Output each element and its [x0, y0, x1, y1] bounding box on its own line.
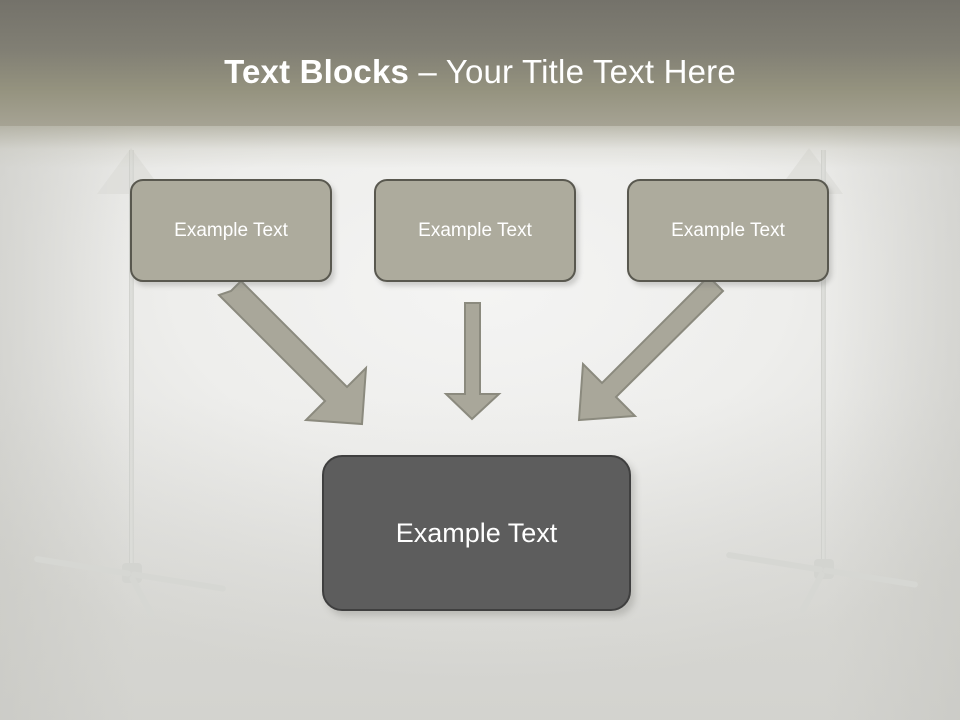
page-title-bold: Text Blocks — [224, 53, 410, 90]
bottom-box[interactable]: Example Text — [322, 455, 631, 611]
top-box-1-label: Example Text — [174, 219, 288, 241]
top-box-3-label: Example Text — [671, 219, 785, 241]
top-box-1[interactable]: Example Text — [130, 179, 332, 282]
top-box-2[interactable]: Example Text — [374, 179, 576, 282]
page-title-separator: – — [409, 53, 446, 90]
top-box-3[interactable]: Example Text — [627, 179, 829, 282]
title-band — [0, 0, 960, 126]
top-box-2-label: Example Text — [418, 219, 532, 241]
bottom-box-label: Example Text — [395, 518, 558, 548]
title-band-fade — [0, 126, 960, 168]
page-title: Text Blocks – Your Title Text Here — [0, 52, 960, 92]
page-title-light: Your Title Text Here — [445, 53, 736, 90]
